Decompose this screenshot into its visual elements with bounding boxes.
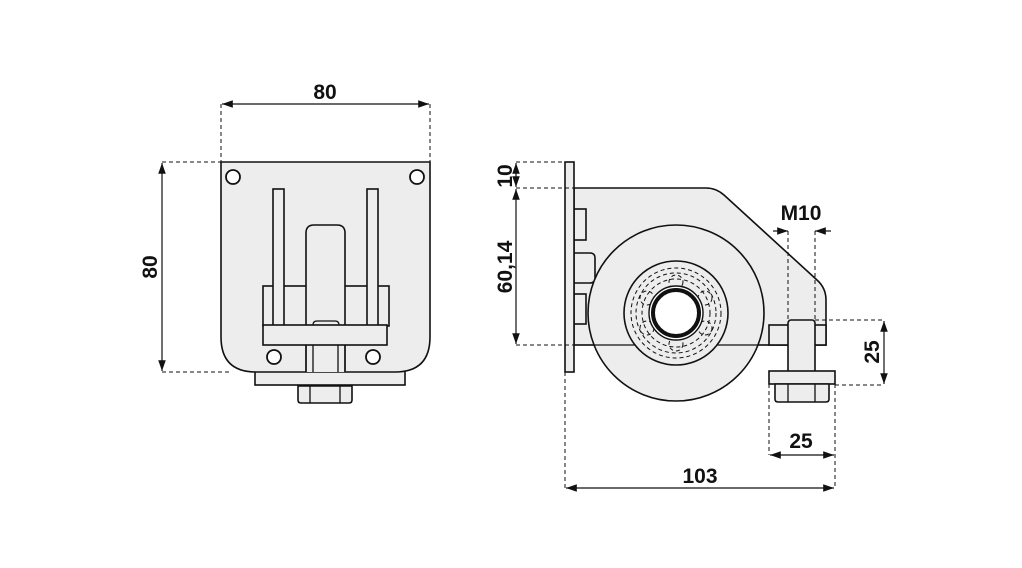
body-height-dimension: 60,14 <box>494 240 517 293</box>
left-bracket-bar <box>272 188 285 327</box>
tab <box>573 252 596 284</box>
mounting-hole <box>266 349 282 365</box>
center-slot <box>305 224 346 372</box>
side-dimensions: 10 60,14 M10 25 25 103 <box>494 161 888 492</box>
mounting-hole <box>225 169 241 185</box>
front-dimensions: 80 80 <box>139 81 431 373</box>
front-view <box>220 161 431 404</box>
mounting-hole <box>365 349 381 365</box>
axle-ring <box>651 288 701 338</box>
total-depth-dimension: 103 <box>682 465 717 488</box>
hex-nut <box>774 383 830 403</box>
hex-nut <box>297 385 353 404</box>
side-view <box>564 161 836 403</box>
plate-thickness-dimension: 10 <box>494 164 517 187</box>
tab <box>573 293 587 325</box>
bolt-height-dimension: 25 <box>861 340 884 364</box>
mounting-hole <box>409 169 425 185</box>
right-bracket-bar <box>366 188 379 327</box>
height-dimension: 80 <box>139 255 162 278</box>
width-dimension: 80 <box>313 81 336 104</box>
back-plate <box>564 161 575 373</box>
thread-dimension: M10 <box>781 202 822 225</box>
tab <box>573 208 587 241</box>
bolt-width-dimension: 25 <box>789 430 813 453</box>
crossbar <box>262 324 388 346</box>
washer <box>768 370 836 385</box>
